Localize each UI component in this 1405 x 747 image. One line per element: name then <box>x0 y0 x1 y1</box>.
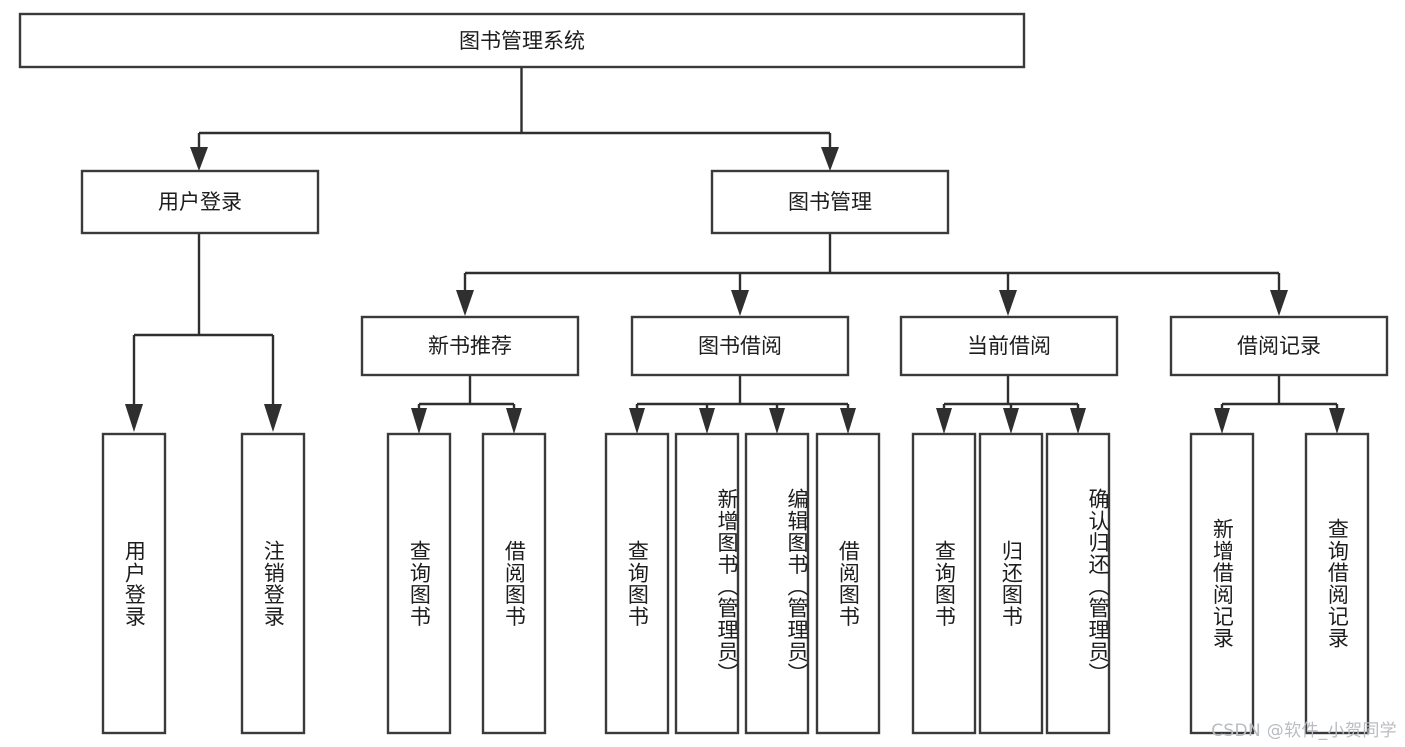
node-leaf-borrow-book-2[interactable] <box>815 432 881 735</box>
node-borrow-record[interactable] <box>1169 315 1389 377</box>
node-new-book-rec[interactable] <box>360 315 580 377</box>
node-book-borrow-label: 图书借阅 <box>698 334 782 358</box>
arrowhead-leaf-user-login <box>125 404 143 432</box>
arrowhead-leaf-confirm-return <box>1070 408 1086 434</box>
arrowhead-leaf-query-book-3 <box>936 408 952 434</box>
arrowhead-leaf-query-record <box>1329 408 1345 434</box>
connector-layer <box>125 67 1345 434</box>
arrowhead-leaf-edit-book <box>769 408 785 434</box>
node-book-manage-label: 图书管理 <box>788 190 872 214</box>
arrowhead-leaf-add-record <box>1214 408 1230 434</box>
arrowhead-leaf-query-book-2 <box>629 408 645 434</box>
node-leaf-add-book[interactable] <box>674 432 740 735</box>
node-leaf-query-book-1[interactable] <box>386 432 452 735</box>
node-leaf-edit-book[interactable] <box>744 432 810 735</box>
node-user-login-label: 用户登录 <box>158 190 242 214</box>
node-current-borrow-label: 当前借阅 <box>967 334 1051 358</box>
node-leaf-query-record[interactable] <box>1304 432 1370 735</box>
arrowhead-current-borrow <box>999 290 1017 316</box>
arrowhead-book-borrow <box>731 290 749 316</box>
arrowhead-book-manage <box>821 147 839 171</box>
csdn-watermark: CSDN @软件_小贺同学 <box>1211 721 1397 741</box>
node-leaf-logout[interactable] <box>240 432 306 735</box>
node-leaf-confirm-return[interactable] <box>1045 432 1111 735</box>
node-leaf-query-book-3[interactable] <box>911 432 977 735</box>
arrowhead-new-book-rec <box>456 290 474 316</box>
node-current-borrow[interactable] <box>899 315 1119 377</box>
node-leaf-add-record[interactable] <box>1189 432 1255 735</box>
node-root[interactable] <box>18 12 1026 69</box>
arrowhead-borrow-record <box>1270 290 1288 316</box>
node-layer: 图书管理系统 用户登录 图书管理 新书推荐 图书借阅 当前借阅 借阅记录 <box>18 12 1389 735</box>
node-new-book-rec-label: 新书推荐 <box>428 334 512 358</box>
node-leaf-query-book-2[interactable] <box>604 432 670 735</box>
node-leaf-return-book[interactable] <box>978 432 1044 735</box>
node-borrow-record-label: 借阅记录 <box>1237 334 1321 358</box>
arrowhead-user-login <box>190 147 208 171</box>
node-book-manage[interactable] <box>710 169 950 235</box>
node-user-login[interactable] <box>80 169 320 235</box>
arrowhead-leaf-add-book <box>699 408 715 434</box>
node-root-label: 图书管理系统 <box>459 29 585 53</box>
arrowhead-leaf-return-book <box>1003 408 1019 434</box>
arrowhead-leaf-logout <box>264 404 282 432</box>
arrowhead-leaf-borrow-book-1 <box>506 408 522 434</box>
arrowhead-leaf-query-book-1 <box>411 408 427 434</box>
node-leaf-user-login[interactable] <box>101 432 167 735</box>
node-book-borrow[interactable] <box>630 315 850 377</box>
node-leaf-borrow-book-1[interactable] <box>481 432 547 735</box>
arrowhead-leaf-borrow-book-2 <box>840 408 856 434</box>
